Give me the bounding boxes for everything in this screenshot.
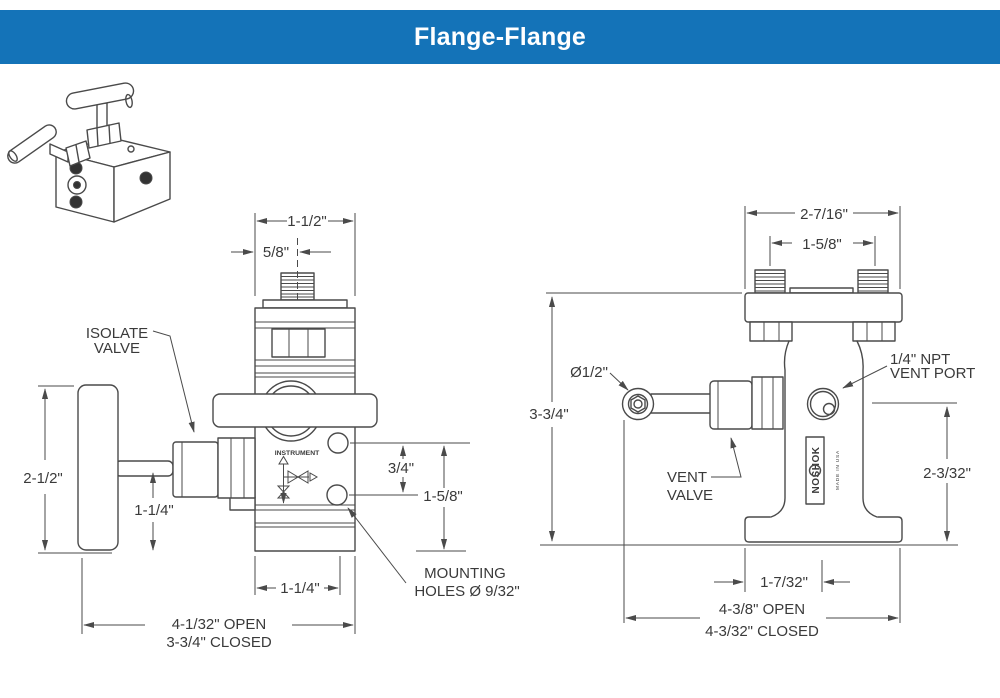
dim-hole-to-base: 1-5/8" xyxy=(423,488,463,505)
handle-diameter-label: Ø1/2" xyxy=(570,364,608,381)
header-bar: Flange-Flange xyxy=(0,10,1000,64)
dim-web-offset: 1-7/32" xyxy=(760,574,808,591)
vent-valve xyxy=(621,376,784,430)
isolate-valve-label-1: ISOLATE xyxy=(86,325,148,342)
mounting-holes-label-1: MOUNTING xyxy=(424,565,506,582)
instrument-label: INSTRUMENT xyxy=(275,450,320,457)
page-title: Flange-Flange xyxy=(413,23,587,51)
dim-handle-length: 2-1/2" xyxy=(23,470,63,487)
dim-flange-width: 2-7/16" xyxy=(800,206,848,223)
dim-port-offset: 5/8" xyxy=(263,244,289,261)
dim-hole-spacing: 3/4" xyxy=(388,460,414,477)
left-dimensions: 1-1/2" 5/8" 2-1/2" 1-1/4" 3/4" xyxy=(23,213,470,651)
isolate-valve xyxy=(77,384,256,551)
dim-stem-height: 1-1/4" xyxy=(134,502,174,519)
mounting-holes-label-2: HOLES Ø 9/32" xyxy=(414,583,519,600)
dim-stud-spacing: 1-5/8" xyxy=(802,236,842,253)
brand-label: NOSHOK xyxy=(811,446,822,493)
product-thumbnail xyxy=(7,82,171,223)
left-drawing: INSTRUMENT xyxy=(23,213,520,651)
vent-valve-label-2: VALVE xyxy=(667,487,713,504)
left-callouts: ISOLATE VALVE MOUNTING HOLES Ø 9/32" xyxy=(86,325,520,600)
right-callouts: Ø1/2" 1/4" NPT VENT PORT VENT VALVE xyxy=(570,351,975,504)
right-drawing: NOSHOK MADE IN USA 2-7/16" xyxy=(529,206,975,640)
vent-port-label-2: VENT PORT xyxy=(890,365,975,382)
vent-valve-label-1: VENT xyxy=(667,469,707,486)
right-body: NOSHOK MADE IN USA xyxy=(744,269,903,543)
dim-open: 4-3/8" OPEN xyxy=(719,601,805,618)
dim-overall-height: 3-3/4" xyxy=(529,406,569,423)
dim-port-height: 2-3/32" xyxy=(923,465,971,482)
isolate-valve-label-2: VALVE xyxy=(94,340,140,357)
vent-port-label-1: 1/4" NPT xyxy=(890,351,950,368)
flow-schematic-icon xyxy=(276,455,319,504)
made-in-usa-label: MADE IN USA xyxy=(835,450,841,490)
dim-open: 4-1/32" OPEN xyxy=(172,616,267,633)
dim-closed: 3-3/4" CLOSED xyxy=(166,634,272,651)
dim-hole-offset: 1-1/4" xyxy=(280,580,320,597)
dim-closed: 4-3/32" CLOSED xyxy=(705,623,819,640)
left-body: INSTRUMENT xyxy=(212,238,378,552)
dim-body-width: 1-1/2" xyxy=(287,213,327,230)
right-dimensions: 2-7/16" 1-5/8" 3-3/4" 2-3/32" xyxy=(529,206,971,640)
